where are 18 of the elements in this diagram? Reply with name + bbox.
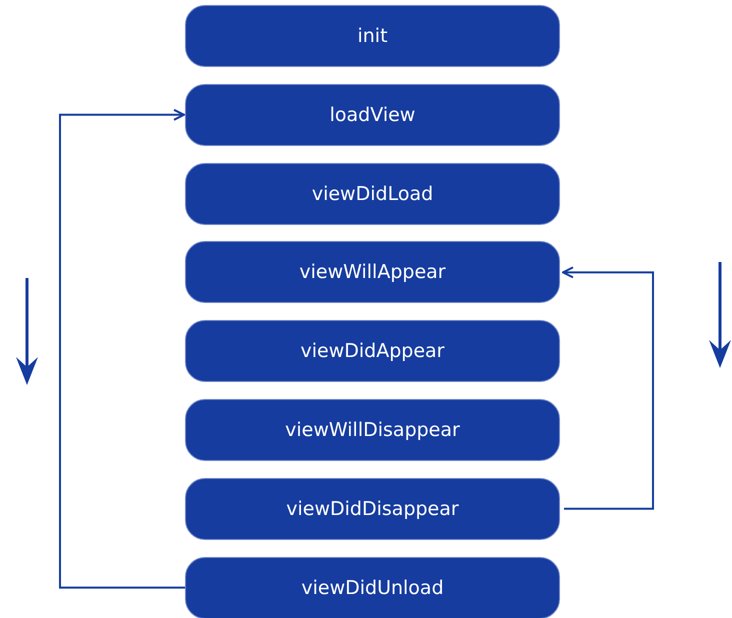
method-label: loadView [330, 104, 416, 126]
process-box [185, 399, 560, 461]
method-label: viewWillAppear [299, 261, 446, 284]
process-box [185, 84, 560, 146]
arrow [562, 266, 654, 510]
process-box [185, 162, 560, 225]
arrow [59, 108, 185, 589]
method-label: viewDidUnload [301, 576, 444, 599]
method-label: viewDidDisappear [286, 498, 459, 520]
process-box [185, 478, 560, 540]
method-label: init [357, 25, 388, 47]
method-label: viewWillDisappear [285, 419, 460, 441]
method-label: viewDidAppear [300, 340, 444, 362]
method-label: viewDidLoad [312, 182, 434, 205]
process-box [185, 5, 560, 67]
process-box [185, 241, 560, 304]
process-box [185, 320, 560, 382]
process-box [185, 556, 560, 618]
